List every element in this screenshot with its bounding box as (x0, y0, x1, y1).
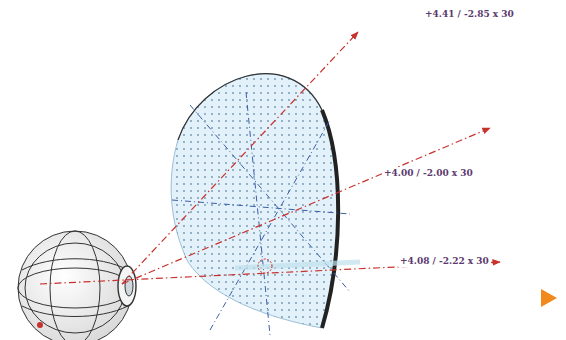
eye (18, 231, 136, 340)
power-label: +4.08 / -2.22 x 30 (398, 255, 491, 267)
fitting-point (258, 259, 272, 273)
light-rays (40, 32, 500, 284)
power-label: +4.00 / -2.00 x 30 (382, 167, 475, 179)
power-label: +4.41 / -2.85 x 30 (423, 8, 516, 20)
lens-axes (172, 92, 350, 335)
next-arrow (541, 289, 557, 307)
